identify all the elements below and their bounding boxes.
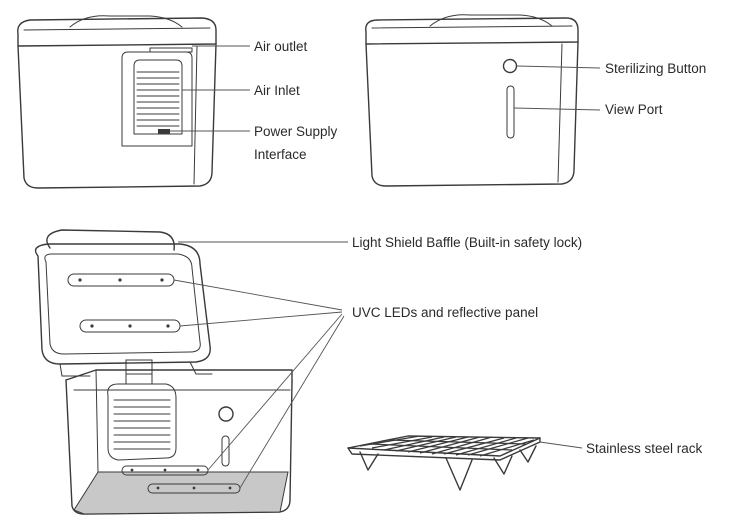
interface-label: Interface	[254, 147, 307, 162]
uvc-led-strip-bottom	[79, 319, 181, 333]
inner-grille	[113, 399, 171, 450]
power-port	[158, 129, 170, 134]
rack-label: Stainless steel rack	[586, 441, 703, 456]
air-outlet-slot	[149, 47, 193, 53]
uvc-led-strip-top	[67, 273, 175, 287]
sterilizing-button-label: Sterilizing Button	[605, 61, 706, 76]
open-view-box	[34, 229, 293, 515]
air-outlet-label: Air outlet	[254, 39, 308, 54]
view-port-label: View Port	[605, 102, 663, 117]
power-supply-label: Power Supply	[254, 124, 338, 139]
front-view-box	[17, 15, 217, 189]
side-view-box	[365, 14, 579, 187]
air-inlet-grille	[133, 59, 183, 135]
light-shield-label: Light Shield Baffle (Built-in safety loc…	[352, 235, 582, 250]
uvc-leds-label: UVC LEDs and reflective panel	[352, 305, 538, 320]
stainless-steel-rack	[347, 435, 541, 491]
sterilizing-button-icon	[502, 58, 518, 74]
air-inlet-label: Air Inlet	[254, 83, 300, 98]
view-port-window	[506, 85, 515, 139]
